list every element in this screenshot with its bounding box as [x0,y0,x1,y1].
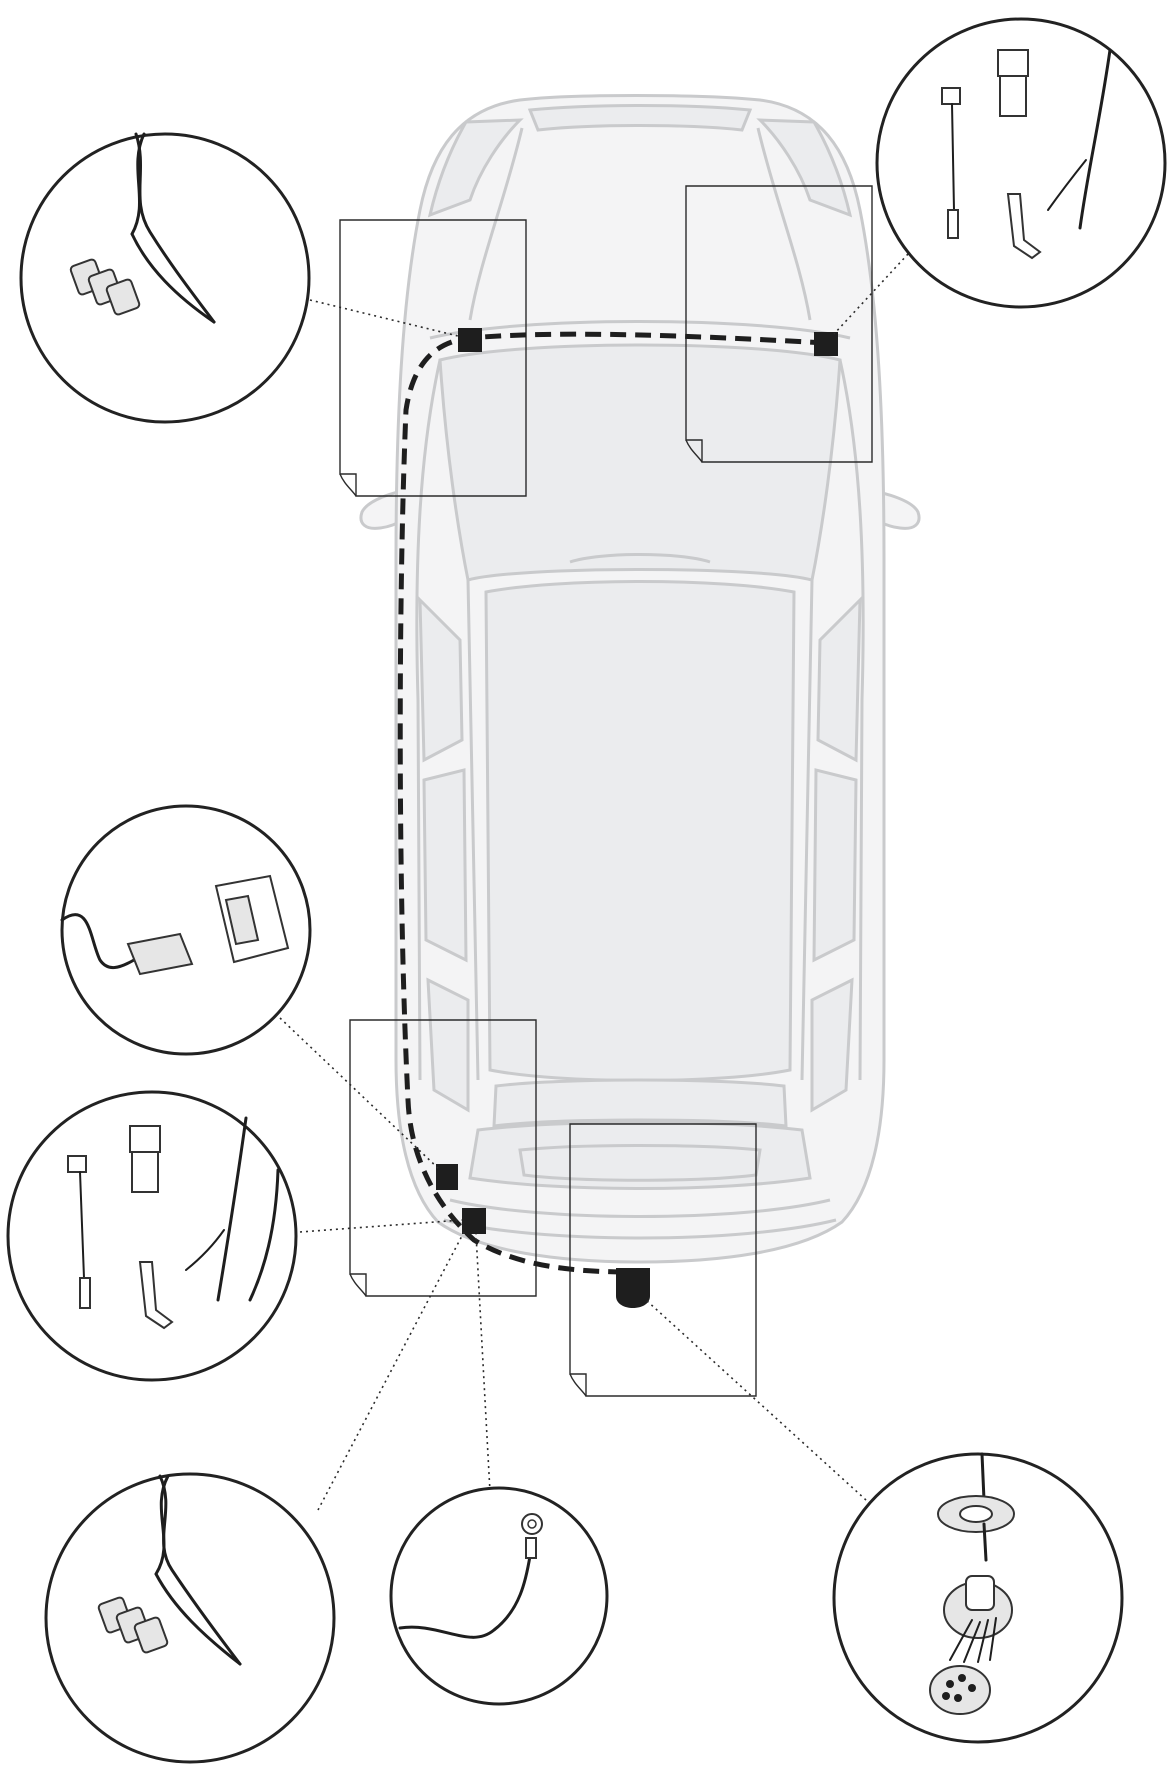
fuse-tap-icon [941,87,961,239]
right-quarter-window [810,977,854,1113]
control-module-icon [214,874,290,964]
callout-front-left-lamp [19,132,311,424]
windshield [438,343,842,582]
roof [484,580,796,1082]
left-rear-window [422,768,468,963]
ring-terminal-icon [521,1513,543,1559]
node-rear-socket [616,1268,650,1308]
callout-front-right-lamp [875,17,1167,309]
terminal-icon [138,1261,174,1330]
node-rear-left-upper [436,1164,458,1190]
front-bumper [527,104,753,132]
detail-frames [339,185,873,1397]
connector-icon [69,258,141,316]
callout-rear-socket [832,1452,1124,1744]
right-headlight [756,118,853,218]
trailer-socket-icon [929,1452,1015,1715]
callout-rear-left-twisted [44,1472,336,1764]
callout-rear-left-power [6,1090,298,1382]
relay-icon [997,49,1029,117]
module-connector-icon [126,932,194,976]
left-front-window [418,596,464,763]
right-front-window [816,596,862,763]
harness-route [397,331,827,1275]
relay-icon [129,1125,161,1193]
node-front-left [458,328,482,352]
terminal-icon [1006,193,1042,260]
right-rear-window [812,768,858,963]
connector-icon [97,1596,169,1654]
fuse-tap-icon [67,1155,91,1309]
node-front-right [814,332,838,356]
leader-lines [279,253,909,1511]
node-rear-left-lower [462,1208,486,1234]
rear-window [492,1078,788,1128]
callout-rear-left-module [60,804,312,1056]
left-headlight [427,118,524,218]
callout-rear-left-ground [389,1486,609,1706]
left-quarter-window [426,977,470,1113]
car-top-view [359,94,921,1264]
